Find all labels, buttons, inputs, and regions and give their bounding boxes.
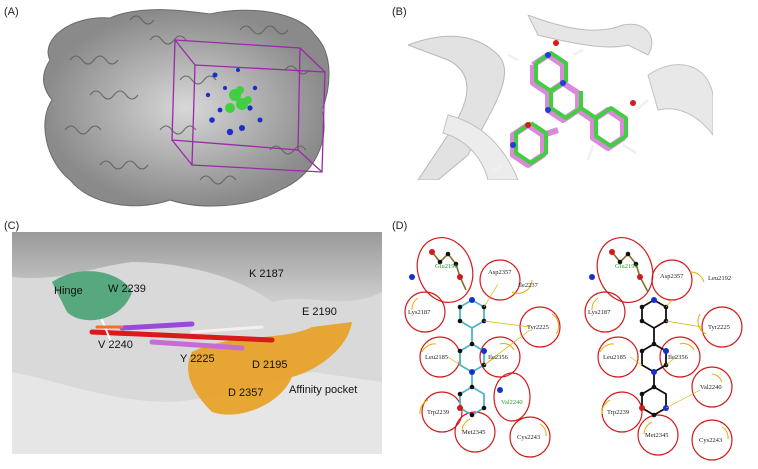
- residue-lys2187-right: Lys2187: [588, 309, 611, 316]
- residue-ile2237-left: Ile2237: [518, 282, 539, 289]
- residue-cys2243-right: Cys2243: [699, 437, 722, 444]
- residue-lys2187-left: Lys2187: [408, 309, 431, 316]
- residue-trp2239-right: Trp2239: [607, 409, 629, 416]
- residue-met2345-right: Met2345: [645, 432, 668, 439]
- residue-tyr2225-right: Tyr2225: [708, 324, 730, 331]
- label-w2239: W 2239: [108, 283, 146, 295]
- surface-lower: [12, 372, 382, 454]
- hydrophobic-arcs-right: [591, 271, 729, 440]
- panel-label-c: (C): [4, 220, 20, 232]
- glu-side-chain-right: [611, 251, 649, 293]
- docking-grid-box: [171, 39, 326, 173]
- panel-label-b: (B): [392, 6, 407, 18]
- ligand-green: [514, 51, 628, 165]
- ligand-green-spheres: [225, 86, 252, 113]
- residue-tyr2225-left: Tyr2225: [527, 324, 549, 331]
- protein-ribbon-mass: [43, 9, 330, 207]
- label-y2225: Y 2225: [180, 353, 215, 365]
- ligand-atoms-right: [617, 251, 669, 418]
- residue-glu2190-left: Glu2190: [435, 263, 458, 270]
- hydrophobic-arcs-left: [411, 279, 560, 437]
- residue-val2240-left: Val2240: [501, 399, 523, 406]
- hinge-region: [52, 271, 132, 321]
- panel-b-ligand-overlay: [408, 15, 713, 180]
- residue-val2240-right: Val2240: [700, 384, 722, 391]
- probe-spheres: [205, 68, 263, 136]
- contact-lines-left: [447, 283, 531, 366]
- heteroatoms-left: [409, 249, 503, 411]
- label-hinge: Hinge: [54, 285, 83, 297]
- label-v2240: V 2240: [98, 339, 133, 351]
- helix-coils: [64, 15, 310, 185]
- interaction-diagram-right: Glu2190 Asp2357 Leu2192 Lys2187 Tyr2225 …: [584, 237, 743, 461]
- residue-asp2357-right: Asp2357: [660, 273, 684, 280]
- residue-leu2192-right: Leu2192: [708, 275, 731, 282]
- panel-d-interaction-diagrams: Glu2190 Asp2357 Ile2237 Lys2187 Tyr2225 …: [404, 237, 743, 461]
- residue-leu2185-left: Leu2185: [425, 354, 448, 361]
- ribbon-left: [408, 35, 506, 180]
- residue-ile2356-right: Ile2356: [668, 354, 689, 361]
- ribbon-right: [647, 64, 713, 136]
- ribbon-lower: [442, 114, 519, 180]
- surface-upper: [12, 232, 382, 302]
- residue-met2345-left: Met2345: [462, 429, 485, 436]
- residue-circles-left: [404, 237, 561, 458]
- label-e2190: E 2190: [302, 306, 337, 318]
- heteroatoms: [510, 40, 636, 148]
- label-k2187: K 2187: [249, 268, 284, 280]
- interaction-diagram-left: Glu2190 Asp2357 Ile2237 Lys2187 Tyr2225 …: [404, 237, 561, 458]
- residue-asp2357-left: Asp2357: [488, 269, 512, 276]
- residue-circles-right: [584, 237, 743, 461]
- panel-c-binding-pocket: Hinge W 2239 K 2187 E 2190 V 2240 Y 2225…: [12, 232, 382, 454]
- panel-label-d: (D): [392, 220, 408, 232]
- hydrogens: [492, 48, 649, 173]
- ligand-skeleton-right: [641, 298, 667, 417]
- residue-cys2243-left: Cys2243: [517, 434, 540, 441]
- residue-trp2239-left: Trp2239: [427, 409, 449, 416]
- contact-lines-right: [629, 299, 703, 409]
- ribbon-top: [527, 15, 653, 56]
- label-affinity-pocket: Affinity pocket: [289, 384, 357, 396]
- ligand-in-pocket: [89, 319, 275, 351]
- label-d2357: D 2357: [228, 387, 263, 399]
- label-d2195: D 2195: [252, 359, 287, 371]
- residue-glu2190-right: Glu2190: [615, 263, 638, 270]
- ligand-atoms-left: [437, 251, 487, 418]
- panel-a-protein-structure: [43, 9, 330, 207]
- panel-label-a: (A): [4, 6, 19, 18]
- heteroatoms-right: [589, 249, 669, 411]
- residue-leu2185-right: Leu2185: [603, 354, 626, 361]
- residue-ile2356-left: Ile2356: [488, 354, 509, 361]
- glu-side-chain-left: [431, 251, 467, 291]
